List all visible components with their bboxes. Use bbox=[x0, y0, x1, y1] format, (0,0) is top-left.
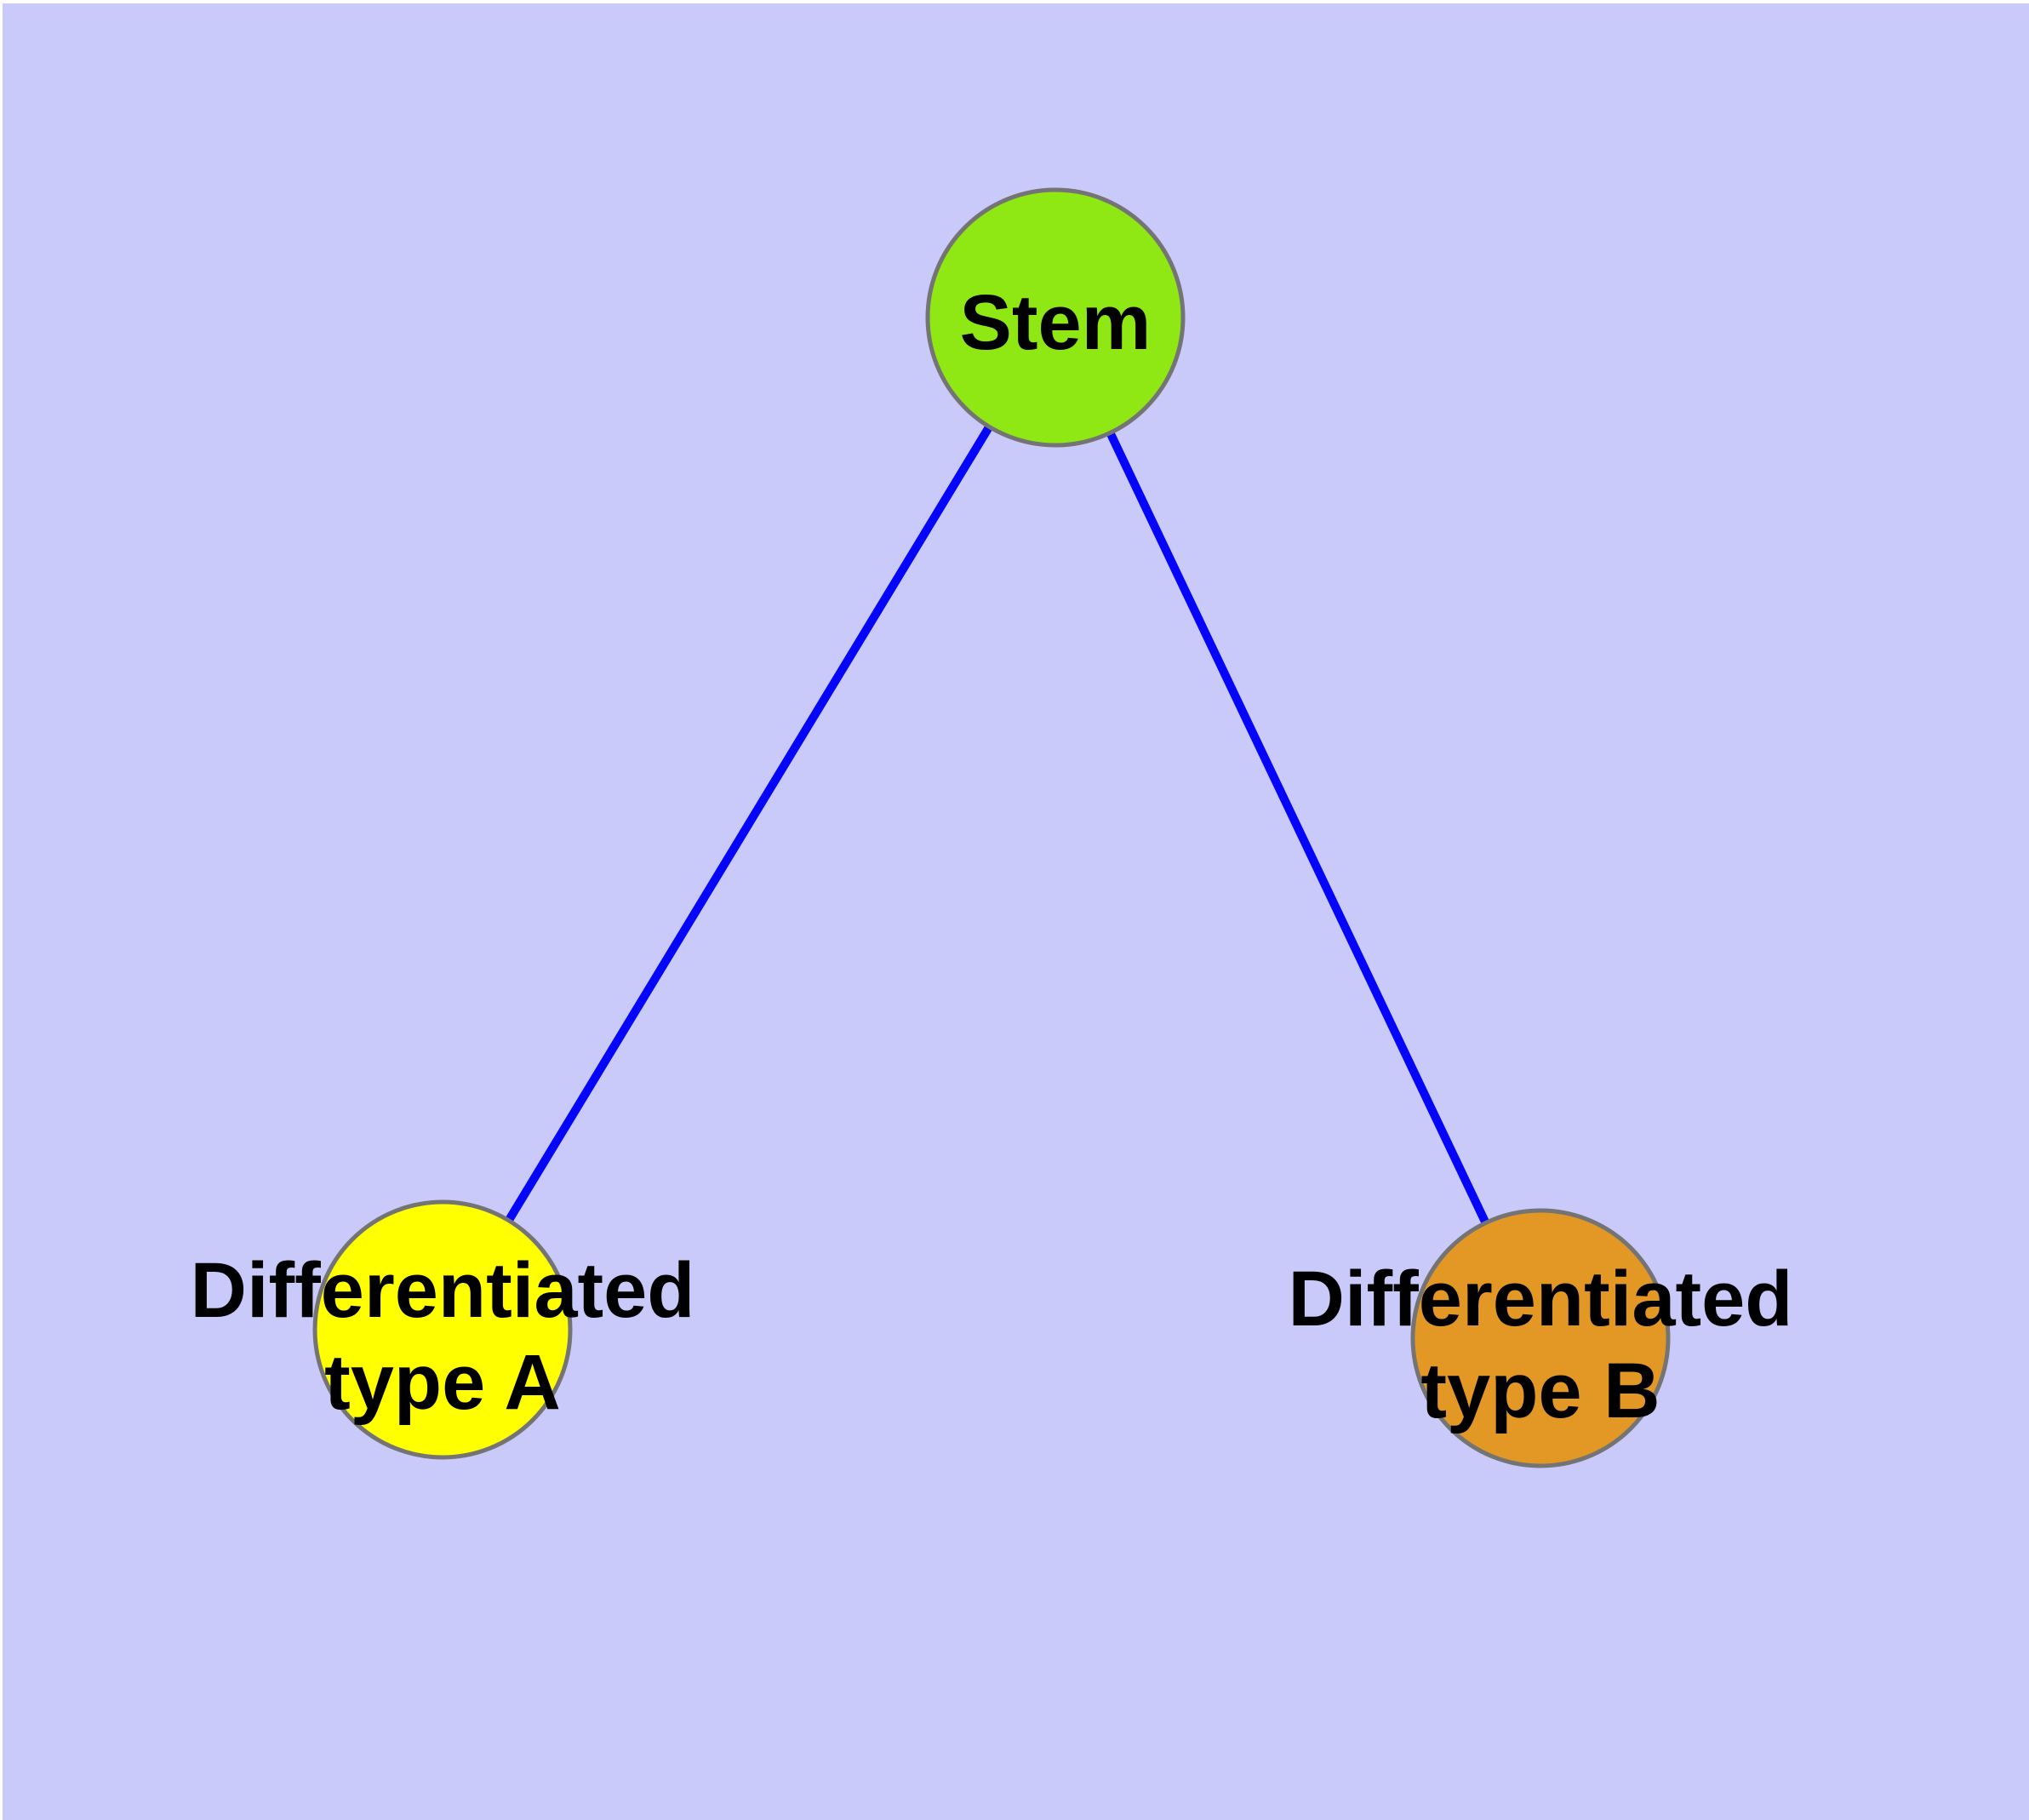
node-type-b-label-line2: type B bbox=[1420, 1348, 1660, 1434]
edge-stem-to-type-b bbox=[1051, 315, 1545, 1341]
node-stem-label: Stem bbox=[960, 279, 1152, 366]
node-stem-circle bbox=[925, 187, 1186, 448]
node-type-b-circle bbox=[1410, 1208, 1671, 1468]
node-type-a-label-line1: Differentiated bbox=[191, 1247, 695, 1334]
node-type-b-label-line1: Differentiated bbox=[1289, 1256, 1793, 1342]
node-type-a-label-line2: type A bbox=[324, 1339, 561, 1426]
node-type-a-circle bbox=[312, 1199, 573, 1460]
edge-stem-to-type-a bbox=[438, 315, 1060, 1332]
